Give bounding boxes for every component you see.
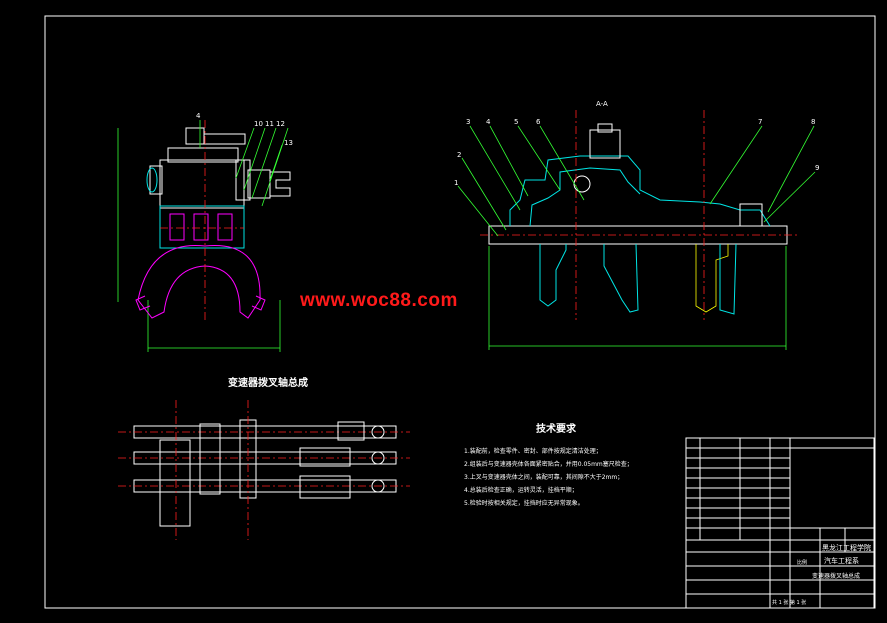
assembly-title: 变速器拨叉轴总成 (228, 376, 308, 389)
right-callout: 9 (815, 164, 819, 172)
right-callout: 7 (758, 118, 762, 126)
drawing-frame (44, 15, 876, 609)
right-callout: 2 (457, 151, 461, 159)
left-view (117, 120, 291, 352)
left-callout: 12 (276, 120, 285, 128)
tb-sheet: 共 1 张 第 1 张 (772, 599, 806, 606)
tb-department: 汽车工程系 (824, 556, 859, 565)
right-callout: 1 (454, 179, 458, 187)
watermark: www.woc88.com (300, 290, 458, 311)
right-callout: 4 (486, 118, 491, 126)
right-callout: 3 (466, 118, 470, 126)
left-callout: 4 (196, 112, 201, 120)
title-block (685, 437, 875, 609)
right-callout: 6 (536, 118, 541, 126)
tech-req-line: 1.装配前，检查零件、密封、部件按规定清洁处理； (464, 447, 602, 455)
tech-req-line: 4.总装后检查正确，运转灵活，挂档平顺； (464, 486, 578, 494)
left-callout: 11 (265, 120, 274, 128)
tech-req-title: 技术要求 (536, 422, 577, 435)
tb-company: 黑龙江工程学院 (822, 543, 871, 552)
tech-req-line: 3.上叉与变速器壳体之间，装配可靠，其间隙不大于2mm； (464, 473, 623, 481)
tb-drawing-name: 变速器拨叉轴总成 (812, 572, 860, 580)
left-callout: 10 (254, 120, 263, 128)
right-callout: 8 (811, 118, 815, 126)
tech-req-line: 2.组装后与变速器壳体各面紧密贴合，并用0.05mm塞尺检查； (464, 460, 633, 468)
left-callout: 13 (284, 139, 293, 147)
tb-scale: 比例 (797, 559, 807, 566)
tech-req-line: 5.检验时按相关规定，挂挡时应无异常现象。 (464, 499, 584, 507)
section-view (457, 110, 816, 350)
section-label: A-A (596, 100, 608, 108)
right-callout: 5 (514, 118, 518, 126)
plan-view (118, 400, 410, 540)
